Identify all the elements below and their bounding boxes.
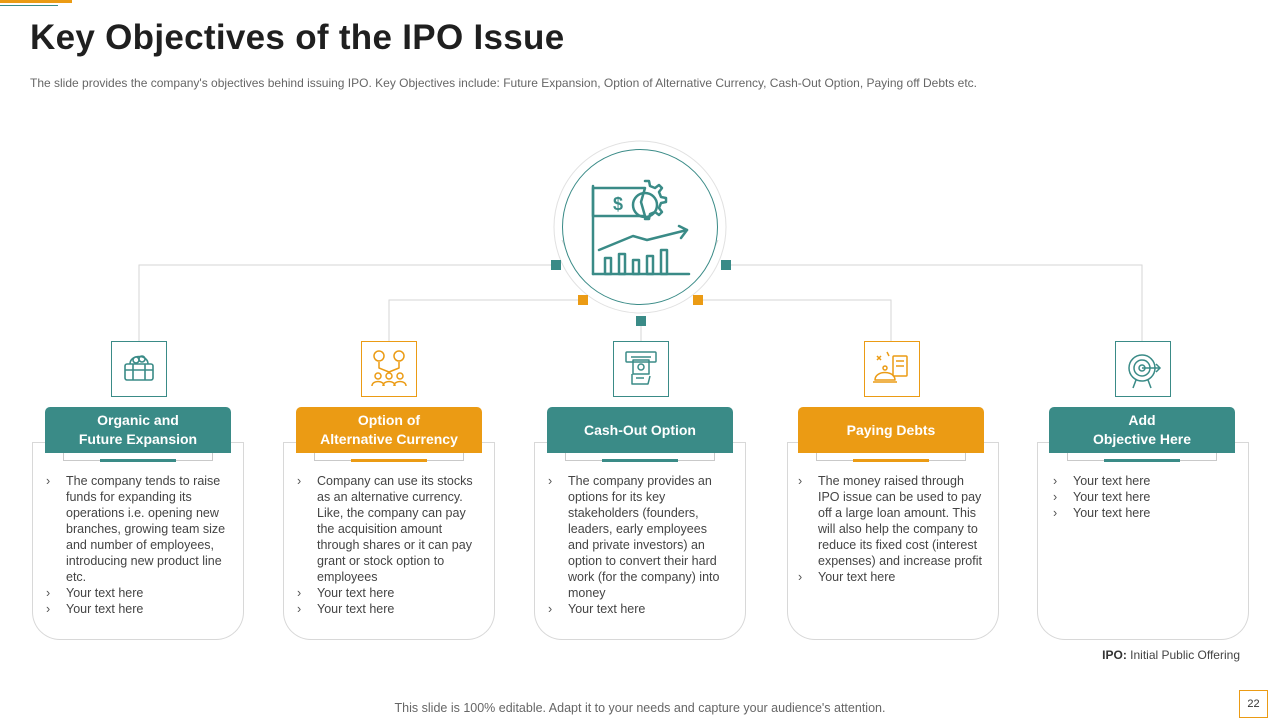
objective-bullet-list: The company tends to raise funds for exp… [46, 473, 236, 617]
connector-node [693, 295, 703, 305]
page-number: 22 [1239, 690, 1268, 718]
bullet-item: Your text here [297, 585, 479, 601]
ipo-footnote-label: IPO: [1102, 648, 1127, 662]
header-accent-mark [100, 459, 176, 462]
objective-title-line2: Alternative Currency [320, 431, 458, 447]
bullet-item: Your text here [1053, 505, 1233, 521]
center-hub-circle: $ [562, 149, 718, 305]
bullet-item: Your text here [1053, 473, 1233, 489]
objective-bullet-list: The money raised through IPO issue can b… [798, 473, 984, 585]
objective-bullet-list: Your text here Your text here Your text … [1053, 473, 1233, 521]
bullet-item: The money raised through IPO issue can b… [798, 473, 984, 569]
objective-card [1037, 442, 1249, 640]
header-accent-mark [853, 459, 929, 462]
bullet-item: Your text here [798, 569, 984, 585]
slide-subtitle: The slide provides the company's objecti… [30, 76, 977, 90]
svg-text:$: $ [613, 194, 623, 214]
objective-icon-box [613, 341, 669, 397]
connector-node [578, 295, 588, 305]
basket-icon [124, 355, 154, 381]
paying-debts-icon [873, 351, 908, 383]
objective-bullet-list: The company provides an options for its … [548, 473, 730, 617]
objective-header: Cash-Out Option [547, 407, 733, 453]
currency-exchange-icon [371, 350, 407, 387]
bullet-item: Your text here [548, 601, 730, 617]
objective-icon-box [111, 341, 167, 397]
connector-node [636, 316, 646, 326]
objective-icon-box [361, 341, 417, 397]
objective-bullet-list: Company can use its stocks as an alterna… [297, 473, 479, 617]
objective-title-line2: Future Expansion [78, 431, 198, 447]
ipo-growth-icon: $ [591, 179, 691, 276]
header-accent-mark [351, 459, 427, 462]
objective-title-line1: Cash-Out Option [584, 421, 696, 438]
connector-node [551, 260, 561, 270]
atm-cash-icon [625, 351, 657, 385]
bullet-item: Your text here [1053, 489, 1233, 505]
bullet-item: The company tends to raise funds for exp… [46, 473, 236, 585]
header-accent-mark [1104, 459, 1180, 462]
objective-header: Paying Debts [798, 407, 984, 453]
bullet-item: Your text here [297, 601, 479, 617]
objective-icon-box [1115, 341, 1171, 397]
objective-title-line1: Organic and [97, 412, 179, 428]
objective-title-line1: Option of [357, 412, 421, 428]
target-icon [1128, 354, 1162, 389]
objective-icon-box [864, 341, 920, 397]
bullet-item: The company provides an options for its … [548, 473, 730, 601]
ipo-footnote-text: Initial Public Offering [1130, 648, 1240, 662]
bullet-item: Company can use its stocks as an alterna… [297, 473, 479, 585]
ipo-footnote: IPO: Initial Public Offering [1102, 648, 1240, 662]
objective-title-line1: Add [1128, 412, 1156, 428]
objective-title-line2: Objective Here [1092, 431, 1192, 447]
objective-header: Option of Alternative Currency [296, 407, 482, 453]
bullet-item: Your text here [46, 585, 236, 601]
connector-node [721, 260, 731, 270]
bullet-item: Your text here [46, 601, 236, 617]
slide-footer: This slide is 100% editable. Adapt it to… [394, 701, 886, 715]
objective-title-line1: Paying Debts [846, 421, 936, 438]
top-accent-bar [0, 0, 72, 3]
top-accent-line [0, 5, 58, 6]
slide-title: Key Objectives of the IPO Issue [30, 18, 565, 57]
header-accent-mark [602, 459, 678, 462]
